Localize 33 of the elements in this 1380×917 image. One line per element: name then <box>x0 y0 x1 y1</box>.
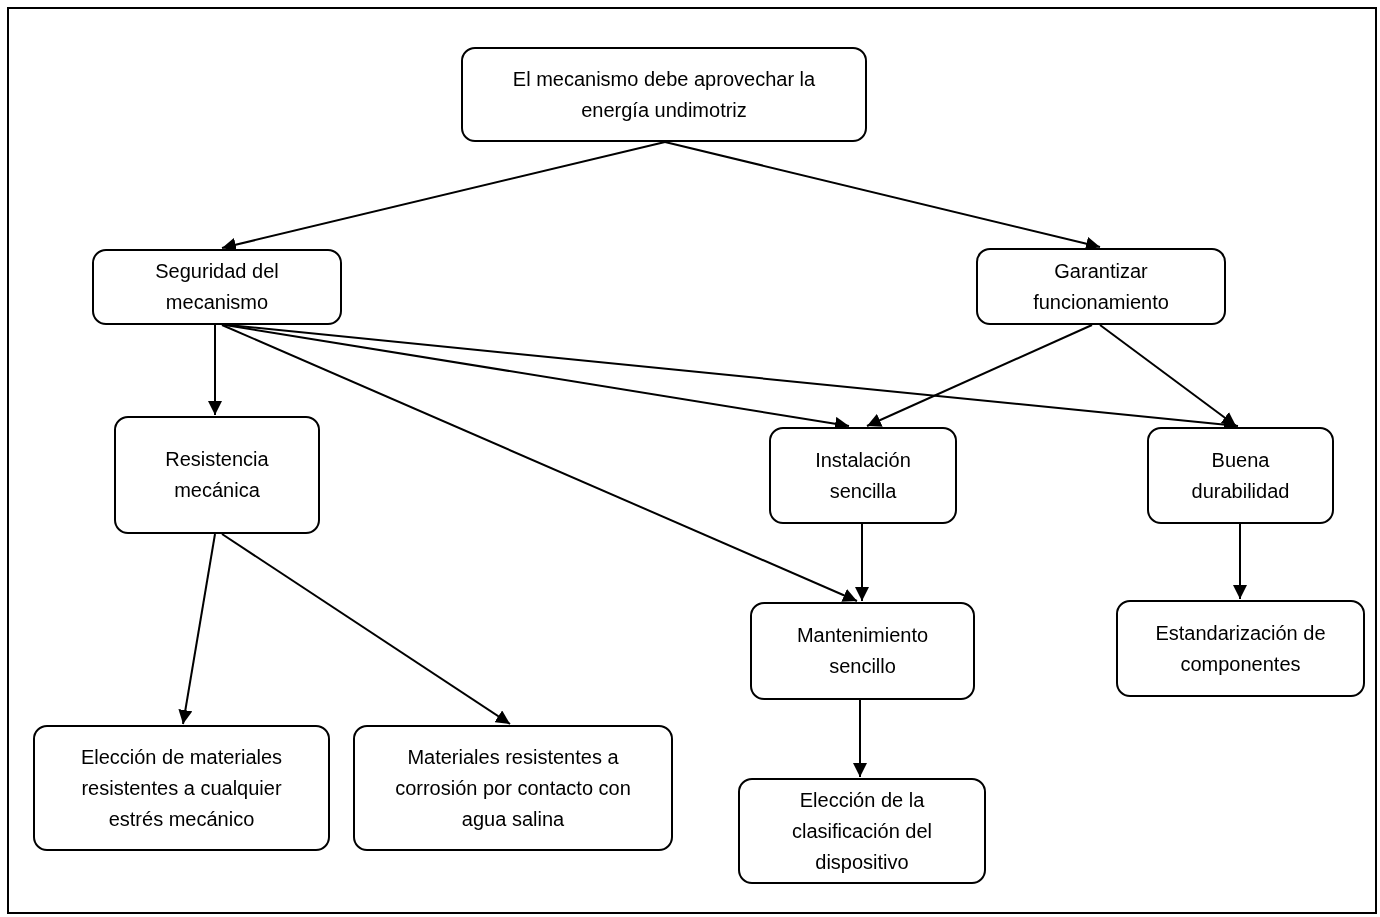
arrow <box>208 324 222 416</box>
node-label: Seguridad del mecanismo <box>154 259 280 315</box>
rounded-box <box>461 47 867 142</box>
rounded-box <box>1147 427 1334 524</box>
rounded-box <box>114 416 320 534</box>
arrow <box>221 324 858 602</box>
arrow <box>855 523 869 602</box>
rounded-box <box>738 778 986 884</box>
node-label: Resistencia mecánica <box>164 447 270 503</box>
rounded-box <box>1116 600 1365 697</box>
arrow <box>866 324 1093 427</box>
arrow <box>221 533 511 725</box>
arrow <box>664 141 1101 251</box>
node-label: Garantizar funcionamiento <box>1032 258 1170 315</box>
arrow <box>221 141 666 252</box>
node-label: El mecanismo debe aprovechar la energía undimotriz <box>511 66 817 123</box>
node-label: Materiales resistentes a corrosión por contacto con agua salina <box>394 744 632 832</box>
rounded-box <box>353 725 673 851</box>
node-label: Buena durabilidad <box>1190 447 1291 504</box>
arrow <box>1099 324 1237 427</box>
rounded-box <box>92 249 342 325</box>
arrow <box>178 533 216 725</box>
arrow <box>1233 523 1247 600</box>
node-label: Estandarización de componentes <box>1154 620 1327 677</box>
node-label: Mantenimiento sencillo <box>795 623 930 679</box>
arrow <box>853 699 867 778</box>
rounded-box <box>33 725 330 851</box>
rounded-box <box>976 248 1226 325</box>
rounded-box <box>750 602 975 700</box>
node-label: Elección de materiales resistentes a cualquier estrés mecánico <box>79 744 284 832</box>
node-label: Elección de la clasificación del dispositivo <box>790 787 934 875</box>
rounded-box <box>769 427 957 524</box>
node-label: Instalación sencilla <box>814 447 912 504</box>
